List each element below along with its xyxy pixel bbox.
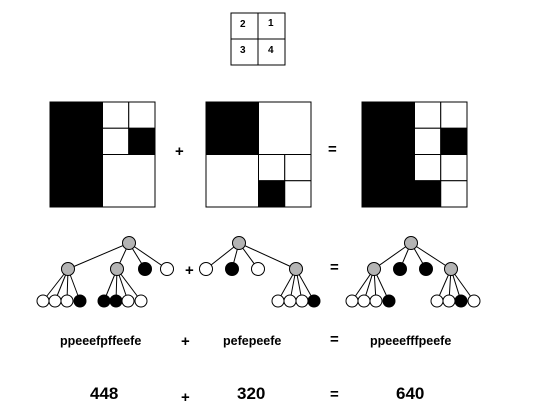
plus-operator-counts: + bbox=[181, 389, 190, 406]
tree-root-a bbox=[122, 236, 136, 250]
preorder-string-sum: ppeeefffpeefe bbox=[370, 334, 452, 348]
tree-leaf-a-0-0 bbox=[36, 294, 50, 308]
tree-leaf-sum-3-1 bbox=[442, 294, 456, 308]
quad-cell-sum-1-1 bbox=[440, 101, 468, 129]
tree-node-a-1 bbox=[110, 262, 124, 276]
quad-cell-sum-1-4 bbox=[440, 127, 468, 155]
tree-leaf-a-1-1 bbox=[109, 294, 123, 308]
quadtree-frame-b bbox=[205, 101, 312, 208]
plus-operator-strings: + bbox=[181, 333, 190, 350]
quadtree-image-a bbox=[49, 101, 156, 208]
count-sum: 640 bbox=[396, 384, 425, 403]
quad-cell-sum-1-3 bbox=[414, 127, 442, 155]
legend-label-2: 2 bbox=[240, 19, 246, 30]
count-b: 320 bbox=[237, 384, 266, 403]
quad-cell-a-2 bbox=[49, 101, 103, 155]
quad-cell-sum-4-1 bbox=[440, 154, 468, 182]
plus-operator-trees: + bbox=[185, 262, 194, 279]
tree-node-sum-0 bbox=[367, 262, 381, 276]
tree-edge-b-3 bbox=[238, 242, 297, 270]
tree-leaf-b-3-2 bbox=[295, 294, 309, 308]
quad-cell-b-4-2 bbox=[258, 154, 286, 182]
tree-edge-a-0 bbox=[67, 242, 130, 270]
tree-leaf-sum-0-0 bbox=[345, 294, 359, 308]
tree-node-sum-3 bbox=[444, 262, 458, 276]
tree-node-b-2 bbox=[251, 262, 265, 276]
tree-node-sum-2 bbox=[419, 262, 433, 276]
quadtree-images bbox=[49, 101, 468, 208]
quad-cell-sum-3 bbox=[361, 154, 415, 208]
quad-cell-a-4 bbox=[102, 154, 156, 208]
quad-cell-sum-4-3 bbox=[414, 180, 442, 208]
quadtree-frame-sum bbox=[361, 101, 468, 208]
quadtree-image-sum bbox=[361, 101, 468, 208]
equals-operator-trees: = bbox=[330, 259, 339, 276]
quad-cell-sum-2 bbox=[361, 101, 415, 155]
equals-operator-counts: = bbox=[330, 386, 339, 403]
tree-leaf-sum-0-2 bbox=[369, 294, 383, 308]
tree-node-a-2 bbox=[138, 262, 152, 276]
quad-cell-sum-4-2 bbox=[414, 154, 442, 182]
tree-leaf-sum-0-3 bbox=[382, 294, 396, 308]
tree-leaf-b-3-1 bbox=[283, 294, 297, 308]
tree-leaf-a-0-3 bbox=[73, 294, 87, 308]
quad-cell-b-4-1 bbox=[284, 154, 312, 182]
tree-edge-b-0 bbox=[205, 242, 240, 270]
quadrant-legend bbox=[230, 12, 286, 66]
count-a: 448 bbox=[90, 384, 119, 403]
quadtree-frame-a bbox=[49, 101, 156, 208]
quad-cell-a-1-2 bbox=[102, 101, 130, 129]
tree-leaf-a-1-2 bbox=[121, 294, 135, 308]
tree-leaf-a-1-0 bbox=[97, 294, 111, 308]
quad-cell-sum-1-2 bbox=[414, 101, 442, 129]
quad-cell-b-4-3 bbox=[258, 180, 286, 208]
quad-cell-a-3 bbox=[49, 154, 103, 208]
quad-cell-b-4-4 bbox=[284, 180, 312, 208]
tree-leaf-sum-0-1 bbox=[357, 294, 371, 308]
quad-cell-b-3 bbox=[205, 154, 259, 208]
legend-label-1: 1 bbox=[268, 18, 274, 29]
tree-root-sum bbox=[404, 236, 418, 250]
legend-label-3: 3 bbox=[240, 45, 246, 56]
preorder-string-a: ppeeefpffeefe bbox=[60, 334, 142, 348]
tree-node-b-0 bbox=[199, 262, 213, 276]
quad-cell-b-1 bbox=[258, 101, 312, 155]
equals-operator-strings: = bbox=[330, 331, 339, 348]
tree-leaf-b-3-3 bbox=[307, 294, 321, 308]
preorder-string-b: pefepeefe bbox=[223, 334, 282, 348]
tree-leaf-a-1-3 bbox=[134, 294, 148, 308]
quad-cell-a-1-3 bbox=[102, 127, 130, 155]
tree-edge-sum-0 bbox=[373, 242, 412, 270]
tree-leaf-a-0-2 bbox=[60, 294, 74, 308]
tree-leaf-b-3-0 bbox=[271, 294, 285, 308]
legend-label-4: 4 bbox=[268, 45, 274, 56]
tree-node-sum-1 bbox=[393, 262, 407, 276]
tree-nodes bbox=[36, 236, 481, 308]
tree-node-a-3 bbox=[160, 262, 174, 276]
tree-edge-sum-3 bbox=[410, 242, 452, 270]
plus-operator-images: + bbox=[175, 143, 184, 160]
tree-leaf-a-0-1 bbox=[48, 294, 62, 308]
tree-node-b-3 bbox=[289, 262, 303, 276]
quad-cell-a-1-4 bbox=[128, 127, 156, 155]
quad-cell-b-2 bbox=[205, 101, 259, 155]
quad-cell-sum-4-4 bbox=[440, 180, 468, 208]
equals-operator-images: = bbox=[328, 141, 337, 158]
tree-node-a-0 bbox=[61, 262, 75, 276]
tree-leaf-sum-3-0 bbox=[430, 294, 444, 308]
tree-node-b-1 bbox=[225, 262, 239, 276]
tree-root-b bbox=[232, 236, 246, 250]
quad-cell-a-1-1 bbox=[128, 101, 156, 129]
tree-leaf-sum-3-3 bbox=[467, 294, 481, 308]
tree-leaf-sum-3-2 bbox=[454, 294, 468, 308]
tree-edge-a-3 bbox=[128, 242, 168, 270]
quadtree-image-b bbox=[205, 101, 312, 208]
